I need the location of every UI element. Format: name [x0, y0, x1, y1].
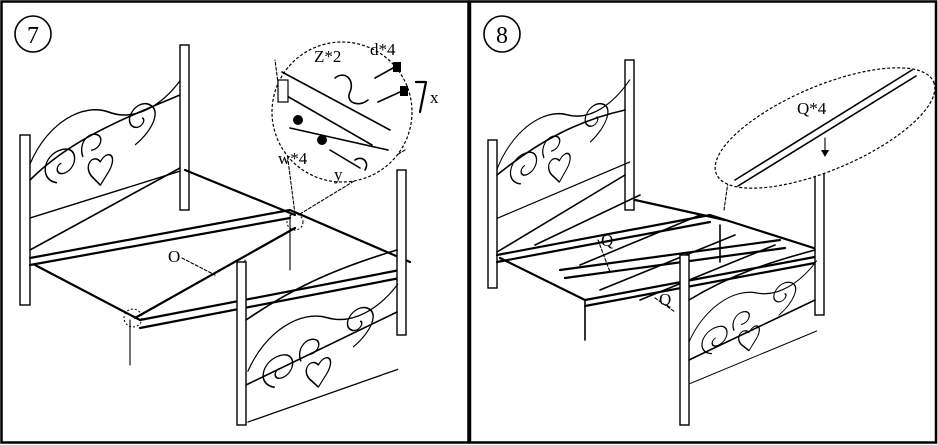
- down-arrow-icon: [821, 150, 829, 157]
- step-8-number: 8: [496, 23, 508, 49]
- footboard-8: [679, 169, 825, 426]
- washer: [293, 115, 303, 125]
- z-bracket: [334, 74, 369, 105]
- bed-frame-8: [495, 194, 822, 341]
- rail-label-o: O: [168, 247, 180, 266]
- washer-label: w*4: [278, 149, 308, 168]
- bed-frame-7: [28, 168, 412, 426]
- bolt-label: d*4: [370, 40, 396, 59]
- panel-7: 7: [14, 15, 439, 426]
- wrench-y: [329, 149, 368, 171]
- headboard: [19, 44, 190, 306]
- slat-label-1: Q: [601, 231, 613, 250]
- slat-detail-callout: [714, 67, 936, 211]
- slat-callout-label: Q*4: [797, 99, 827, 118]
- wrench-x-label: x: [430, 88, 439, 107]
- step-7-badge: [14, 15, 52, 53]
- step-7-number: 7: [27, 23, 39, 49]
- footboard: [236, 169, 407, 426]
- panel-8-frame: [468, 0, 938, 444]
- step-8-badge: [483, 15, 521, 53]
- bracket-label: Z*2: [314, 47, 341, 66]
- wrench-y-label: y: [334, 165, 343, 184]
- slat-label-2: Q: [659, 290, 671, 309]
- hardware-detail-callout: [271, 41, 428, 215]
- bolt: [374, 62, 408, 103]
- panel-8: 8: [483, 15, 936, 426]
- headboard-8: [487, 59, 635, 289]
- allen-key-x: [414, 80, 428, 114]
- panel-7-frame: [0, 0, 470, 444]
